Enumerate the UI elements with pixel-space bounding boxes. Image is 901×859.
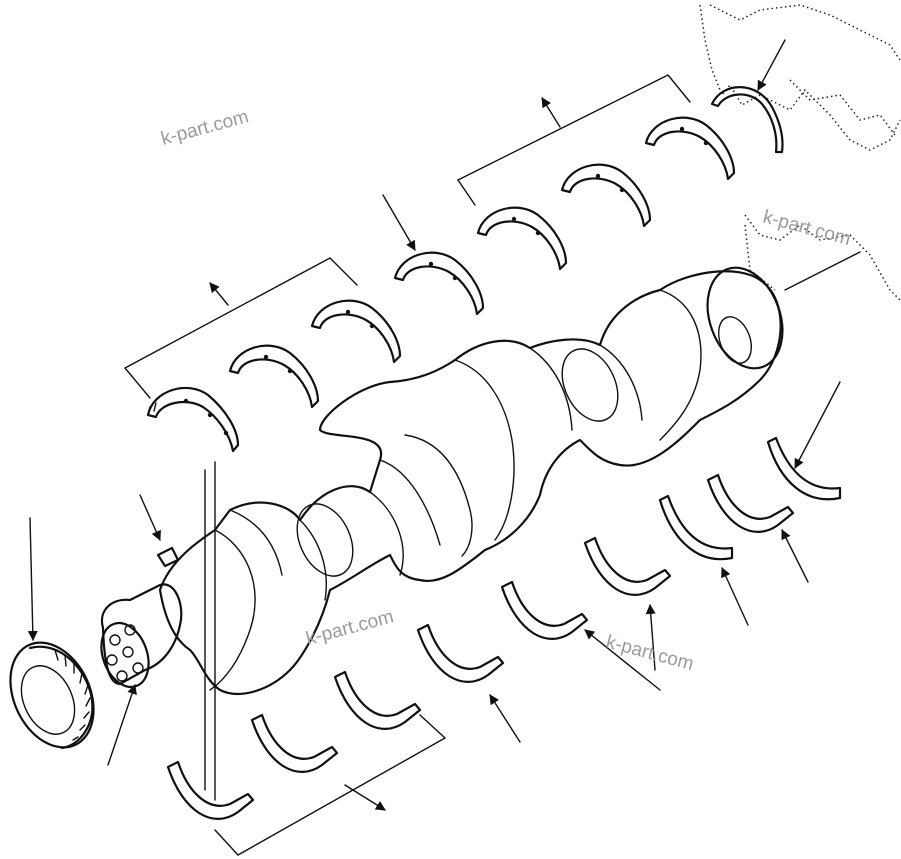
- upper-bearing-shell: [310, 299, 402, 364]
- watermark: k-part.com: [159, 106, 251, 150]
- lower-bearing-shell: [416, 623, 505, 683]
- lower-bearing-shell: [706, 473, 795, 533]
- lower-bearing-shell: [500, 580, 589, 640]
- watermark: k-part.com: [761, 207, 853, 251]
- lower-thrust-washer: [658, 494, 734, 561]
- lower-bearing-shell: [250, 713, 339, 773]
- lower-bearing-shell: [583, 536, 672, 596]
- upper-thrust-washer: [710, 86, 784, 154]
- crankshaft: [100, 266, 784, 695]
- upper-bearing-shell: [644, 116, 736, 181]
- watermark: k-part.com: [604, 632, 696, 676]
- crankshaft-gear: [9, 641, 95, 750]
- upper-bearing-shell: [560, 163, 652, 228]
- lower-bearing-shell: [166, 760, 255, 820]
- upper-bearing-shell: [228, 344, 320, 409]
- engine-block-outline: [699, 4, 901, 301]
- lower-thrust-washer: [766, 436, 842, 501]
- watermark: k-part.com: [304, 606, 396, 650]
- upper-bracket-leaders: [124, 39, 786, 399]
- lower-thrust-washers: [658, 436, 842, 561]
- lower-bearing-shells: [166, 473, 795, 820]
- upper-bearing-shell: [146, 386, 240, 453]
- lower-leaders: [27, 381, 841, 856]
- lower-bearing-shell: [333, 670, 422, 730]
- upper-bearing-shells: [146, 116, 736, 453]
- upper-bearing-shell: [393, 251, 485, 316]
- upper-bearing-shell: [476, 206, 568, 271]
